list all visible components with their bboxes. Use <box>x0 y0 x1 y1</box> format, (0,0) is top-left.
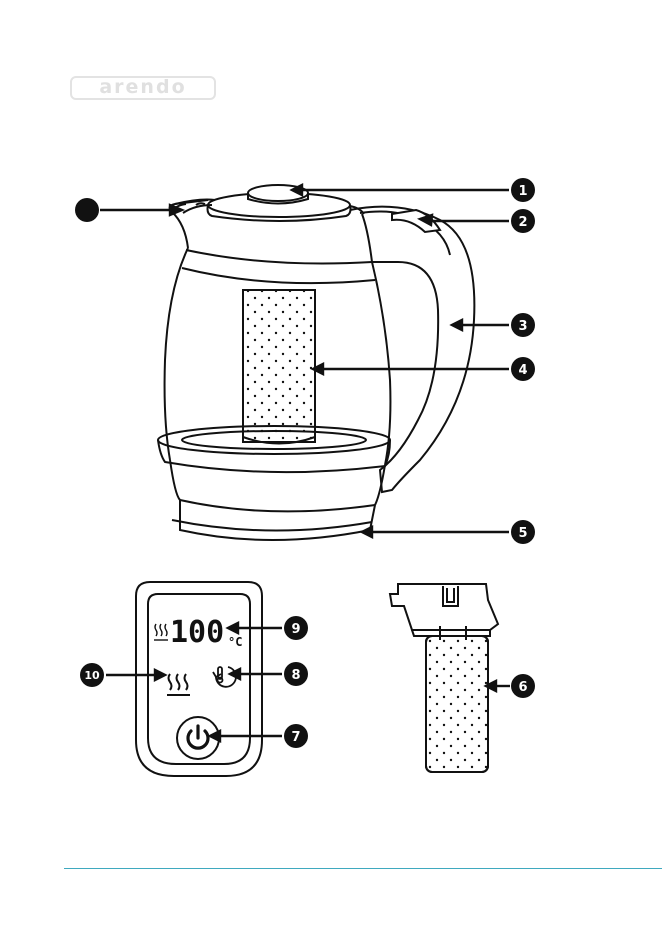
callout-badge-2: 2 <box>511 209 535 233</box>
callout-badge-7: 7 <box>284 724 308 748</box>
tea-infuser <box>390 584 498 772</box>
keep-warm-icon <box>167 674 190 695</box>
callout-badge-6: 6 <box>511 674 535 698</box>
callout-badge-3: 3 <box>511 313 535 337</box>
svg-text:2: 2 <box>518 215 527 230</box>
svg-text:1: 1 <box>518 184 527 199</box>
svg-text:6: 6 <box>518 680 527 695</box>
kettle-handle <box>350 207 474 492</box>
svg-text:10: 10 <box>84 669 100 682</box>
temperature-display: 100 <box>170 615 224 650</box>
svg-text:8: 8 <box>291 668 300 683</box>
inner-tea-infuser <box>243 290 315 442</box>
callout-badge-4: 4 <box>511 357 535 381</box>
svg-text:7: 7 <box>291 730 300 745</box>
callout-badge-unlabeled <box>75 198 99 222</box>
temperature-unit: °C <box>228 635 242 649</box>
svg-text:5: 5 <box>518 526 527 541</box>
callout-badge-1: 1 <box>511 178 535 202</box>
callout-badge-8: 8 <box>284 662 308 686</box>
callout-badge-10: 10 <box>80 663 104 687</box>
temperature-select-icon <box>213 667 236 687</box>
callout-badge-9: 9 <box>284 616 308 640</box>
kettle <box>158 185 474 540</box>
svg-text:4: 4 <box>518 363 527 378</box>
footer-divider <box>64 868 662 869</box>
svg-text:9: 9 <box>291 622 300 637</box>
callout-badge-5: 5 <box>511 520 535 544</box>
keep-warm-small-icon <box>154 624 168 640</box>
svg-text:3: 3 <box>518 319 527 334</box>
power-icon <box>188 726 208 748</box>
